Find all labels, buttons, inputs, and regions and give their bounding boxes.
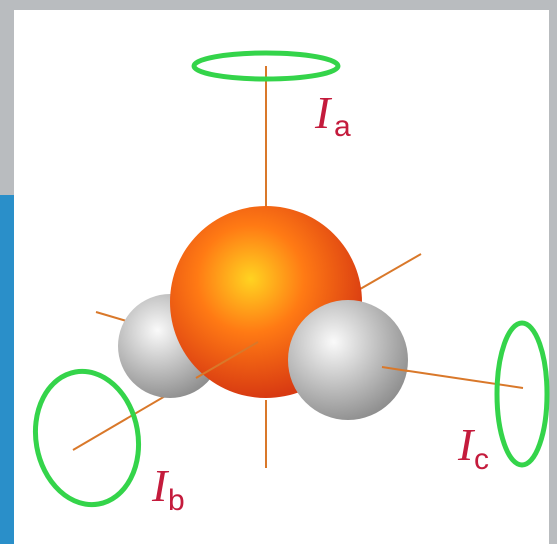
frame-right-gray-bar bbox=[549, 0, 557, 544]
moment-label-a: I a bbox=[314, 87, 351, 143]
axis-b-front bbox=[195, 341, 259, 379]
label-c-main: I bbox=[457, 419, 476, 470]
label-a-main: I bbox=[314, 87, 333, 138]
moment-label-b: I b bbox=[151, 460, 185, 517]
frame-left-blue-bar bbox=[0, 195, 14, 544]
axis-b-upper bbox=[354, 253, 422, 293]
label-a-sub: a bbox=[334, 110, 351, 143]
hydrogen-atom-right bbox=[288, 300, 408, 420]
rotation-ring-c bbox=[494, 320, 550, 468]
rotation-ring-a bbox=[191, 50, 341, 82]
moment-label-c: I c bbox=[457, 419, 489, 476]
label-b-sub: b bbox=[168, 484, 185, 517]
rotation-ring-b bbox=[32, 368, 142, 508]
axis-c-left bbox=[95, 311, 131, 323]
frame-left-gray-bar bbox=[0, 0, 14, 195]
label-b-main: I bbox=[151, 460, 170, 511]
frame-top-gray-bar bbox=[0, 0, 557, 10]
label-c-sub: c bbox=[474, 443, 489, 476]
axis-c-front bbox=[381, 366, 409, 372]
